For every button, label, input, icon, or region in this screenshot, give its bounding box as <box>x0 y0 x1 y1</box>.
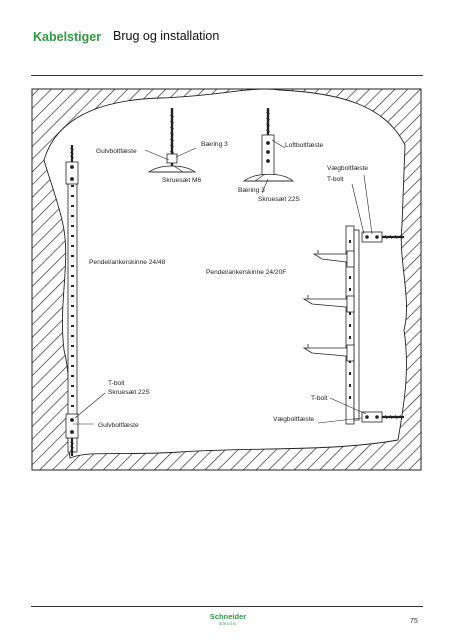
label-baering3-top: Bæring 3 <box>201 141 228 148</box>
label-tbolt-right: T-bolt <box>311 395 328 402</box>
schneider-logo: Schneider Electric <box>206 612 250 626</box>
cantilever-arm-2 <box>302 295 355 313</box>
label-tbolt-bottom: T-bolt <box>108 380 125 387</box>
footer-divider <box>31 606 423 607</box>
label-tbolt-top: T-bolt <box>327 176 344 183</box>
page-number: 75 <box>410 618 418 625</box>
label-pendel-2448: Pendel/ankerskinne 24/48 <box>89 259 166 266</box>
section-title: Kabelstiger <box>33 30 102 44</box>
bottom-wall-bolt-bracket <box>361 411 404 423</box>
cantilever-arm-3 <box>302 344 355 362</box>
header-divider <box>31 75 423 76</box>
label-pendel-2420f: Pendel/ankerskinne 24/20F <box>206 269 286 276</box>
label-gulvboltfaeste-top: Gulvboltfæste <box>96 148 137 155</box>
channel-holes <box>71 185 74 407</box>
label-skruesaet-22s-bottom: Skruesæt 22S <box>108 389 150 396</box>
top-wall-bolt-bracket <box>361 231 404 243</box>
label-gulvboltfaeste-bottom: Gulvboltfæste <box>98 422 139 429</box>
left-vertical-channel <box>67 167 78 453</box>
logo-sub: Electric <box>219 621 237 626</box>
ceiling-mount-left <box>147 108 197 173</box>
logo-brand: Schneider <box>209 612 247 621</box>
label-skruesaet-22s-top: Skruesæt 22S <box>258 196 300 203</box>
label-vaegboltfaeste-bottom: Vægboltfæste <box>273 416 314 423</box>
cantilever-arm-1 <box>312 250 355 268</box>
label-vaegboltfaeste-top: Vægboltfæste <box>327 165 368 172</box>
diagram-frame <box>31 88 422 471</box>
ceiling-mount-right <box>242 108 295 182</box>
bottom-floor-bolt-bracket <box>65 413 79 456</box>
top-floor-bolt-bracket <box>65 145 79 185</box>
opening-outline <box>43 88 407 459</box>
label-loftboltfaeste: Loftboltfæste <box>285 142 323 149</box>
leader-lines <box>73 139 373 425</box>
label-baering3-mid: Bæring 3 <box>238 187 265 194</box>
page-title: Brug og installation <box>113 29 220 43</box>
label-skruesaet-m6: Skruesæt M6 <box>162 177 202 184</box>
